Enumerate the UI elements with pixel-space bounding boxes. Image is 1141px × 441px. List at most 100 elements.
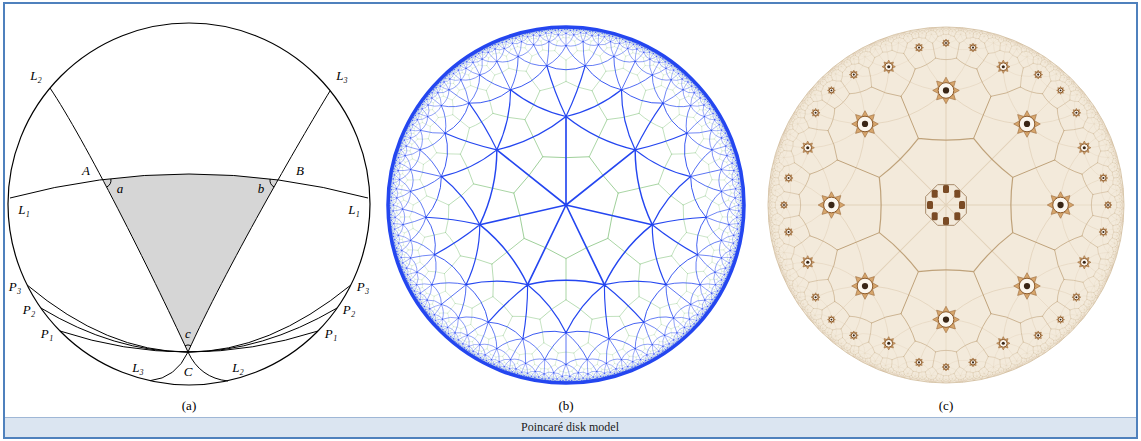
pattern-edge [879, 138, 1012, 271]
rosette-core [806, 261, 809, 264]
rosette-star [1014, 111, 1041, 138]
center-figure [959, 201, 965, 209]
triangle-edge [441, 90, 690, 333]
disk-boundary [388, 27, 744, 383]
pattern-edge [777, 36, 1114, 373]
rosette-core [1060, 319, 1062, 321]
pattern-line [784, 43, 1108, 367]
point-label: L₂ [30, 69, 42, 83]
rosette-star [1014, 273, 1041, 300]
rosette [1019, 116, 1035, 132]
point-label: P₂ [343, 303, 355, 317]
rosette-core [918, 47, 920, 49]
pattern-line [831, 90, 1060, 319]
pattern-edge [770, 29, 1123, 382]
rosette-core [1107, 204, 1109, 206]
rosette-star [1072, 293, 1081, 302]
rosette-star [852, 111, 879, 138]
pattern-edge [769, 28, 1124, 383]
rosette [970, 45, 975, 50]
rosette-core [862, 121, 868, 127]
rosette [1036, 333, 1041, 338]
rosette-star [942, 363, 950, 371]
rosette [885, 63, 893, 71]
rosette [885, 339, 893, 347]
rosette-star [997, 337, 1010, 350]
rosette [1080, 258, 1088, 266]
rosette [1080, 144, 1088, 152]
rosette-core [1075, 296, 1077, 298]
triangle-edge [397, 33, 735, 376]
rosette-star [1099, 174, 1108, 183]
rosette-core [1037, 74, 1039, 76]
rosette-core [815, 296, 817, 298]
panel-label: (a) [182, 398, 196, 413]
escher-tiling [768, 27, 1124, 383]
panel-label: (b) [558, 398, 573, 413]
pattern-line [789, 48, 1104, 363]
rosette-star [1057, 316, 1065, 324]
rosette-core [918, 361, 920, 363]
triangle-edge [480, 117, 652, 285]
center-figure [943, 185, 949, 193]
rosette [829, 317, 834, 322]
rosette [999, 339, 1007, 347]
rosette [857, 116, 873, 132]
rosette-star [818, 192, 845, 219]
triangle-edge [480, 117, 652, 285]
pattern-edge [799, 58, 1093, 352]
rosette [851, 72, 856, 77]
rosette-core [945, 366, 947, 368]
pattern-line [769, 28, 1123, 382]
rosette [999, 63, 1007, 71]
rosette-star [801, 141, 814, 154]
center-figure [932, 212, 938, 220]
line-l3 [150, 91, 330, 381]
point-label: P₁ [41, 327, 53, 341]
rosette-core [887, 65, 890, 68]
rosette [1058, 317, 1063, 322]
triangle-edge [393, 33, 739, 376]
pattern-edge [784, 43, 1108, 367]
rosette-core [943, 87, 949, 93]
point-label: P₃ [357, 280, 369, 294]
point-label: L₃ [336, 69, 348, 83]
rosette [804, 258, 812, 266]
point-label: b [258, 182, 265, 196]
triangle-edge [403, 42, 730, 364]
parallel-line [27, 285, 351, 352]
rosette-star [1034, 331, 1043, 340]
rosette [786, 229, 791, 234]
triangle-edge [426, 66, 706, 339]
center-figure [954, 190, 960, 198]
rosette-core [1075, 112, 1077, 114]
point-label: P₂ [23, 303, 35, 317]
disk-boundary [8, 23, 370, 385]
pattern-edge [784, 43, 1108, 367]
rosette-star [882, 337, 895, 350]
rosette-star [849, 70, 858, 79]
rosette [1101, 229, 1106, 234]
rosette [916, 360, 921, 365]
center-figure [943, 217, 949, 225]
rosette-core [945, 42, 947, 44]
heptagon-edge [427, 71, 705, 343]
heptagon-edge [413, 56, 719, 354]
rosette-core [831, 319, 833, 321]
rosette [786, 175, 791, 180]
rosette-core [788, 177, 790, 179]
point-label: L₃ [132, 361, 144, 375]
rosette [782, 203, 787, 208]
point-label: P₃ [9, 280, 21, 294]
rosette-core [815, 112, 817, 114]
rosette-star [942, 39, 950, 47]
rosette-star [915, 43, 924, 52]
rosette [824, 197, 840, 213]
center-figure [932, 190, 938, 198]
rosette-core [806, 146, 809, 149]
rosette-core [887, 342, 890, 345]
rosette-core [1102, 231, 1104, 233]
rosette-core [1002, 342, 1005, 345]
triangle-edge [411, 57, 722, 360]
